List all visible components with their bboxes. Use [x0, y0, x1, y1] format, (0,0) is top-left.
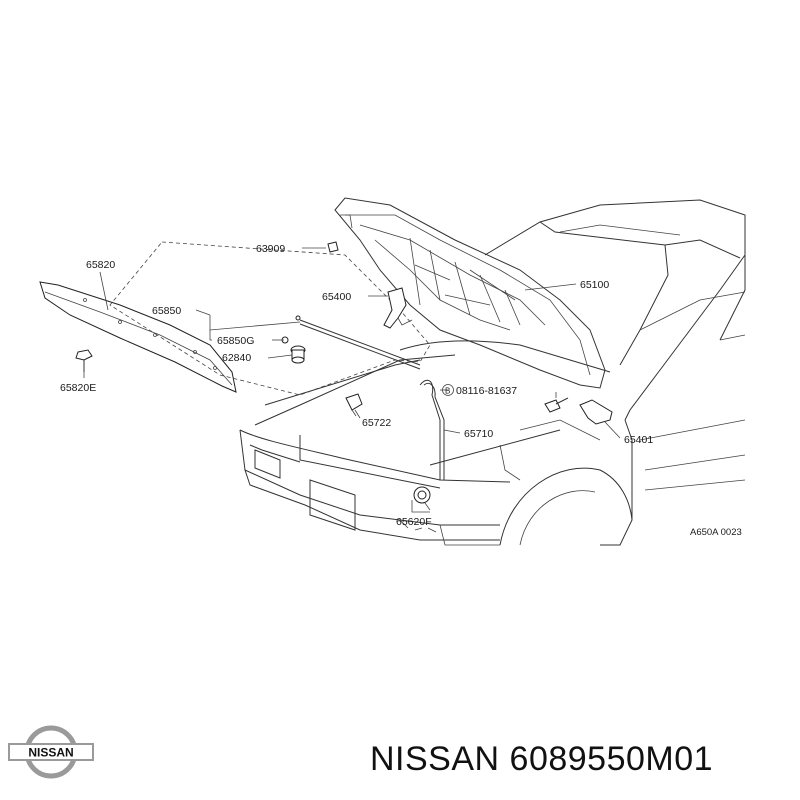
- insulator-location-outline: [109, 241, 431, 396]
- label-63909: 63909: [256, 243, 285, 255]
- label-65820e: 65820E: [60, 382, 96, 394]
- diagram-ref-code: A650A 0023: [690, 527, 742, 538]
- car-body: [239, 199, 746, 546]
- grommet-62840: [290, 345, 306, 364]
- label-62840: 62840: [222, 352, 251, 364]
- part-number-caption: NISSAN 6089550M01: [370, 740, 714, 778]
- bolt-08116: [544, 397, 569, 413]
- latch-cable: [419, 379, 445, 480]
- hood-lock: [399, 486, 437, 533]
- hood-insulator: [39, 281, 237, 393]
- label-bolt-prefix: B: [445, 387, 450, 396]
- nissan-logo: NISSAN: [8, 725, 94, 779]
- hood-stay-rod: [281, 315, 421, 370]
- support-65722: [345, 393, 363, 417]
- hinge-65400: [383, 287, 413, 329]
- leader-lines: [83, 247, 621, 511]
- bumper-63909: [327, 241, 339, 253]
- label-65100: 65100: [580, 279, 609, 291]
- label-65401: 65401: [624, 434, 653, 446]
- striker-65401: [579, 399, 613, 425]
- hood: [334, 197, 606, 389]
- bolt-ref-circle: [442, 384, 454, 396]
- label-65820: 65820: [86, 259, 115, 271]
- label-65850g: 65850G: [217, 335, 254, 347]
- label-65400: 65400: [322, 291, 351, 303]
- label-08116-81637: 08116-81637: [456, 385, 517, 397]
- logo-bar-inner: [10, 745, 92, 759]
- label-65722: 65722: [362, 417, 391, 429]
- label-65710: 65710: [464, 428, 493, 440]
- clip-65820e: [75, 349, 93, 372]
- logo-text: NISSAN: [28, 746, 73, 760]
- label-65620f: 65620F: [396, 516, 432, 528]
- label-65850: 65850: [152, 305, 181, 317]
